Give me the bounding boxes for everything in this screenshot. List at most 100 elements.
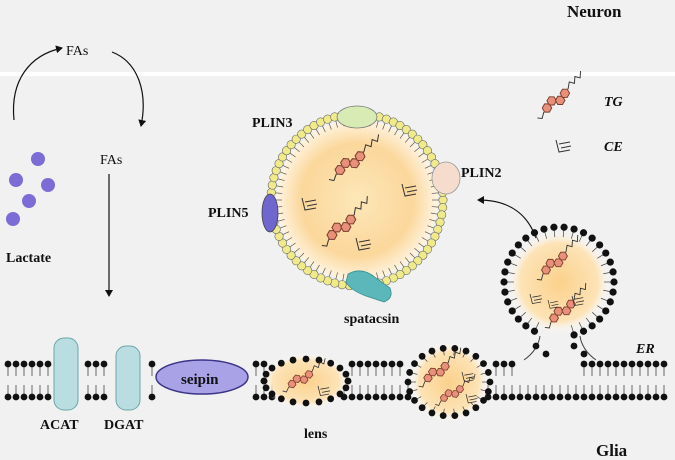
er-lipid-head bbox=[580, 393, 588, 401]
er-lipid-head bbox=[404, 393, 412, 401]
lens-lipid-head bbox=[315, 356, 323, 364]
er-lipid-head bbox=[44, 393, 52, 401]
tg-ring bbox=[331, 222, 343, 233]
acat-label: ACAT bbox=[40, 418, 79, 433]
tg-ring bbox=[559, 88, 571, 98]
bud-core bbox=[507, 230, 611, 334]
tg-tail bbox=[321, 239, 330, 247]
ce-stroke bbox=[533, 298, 543, 301]
er-lipid-head bbox=[252, 360, 260, 368]
er-lipid-head bbox=[380, 393, 388, 401]
glia-label: Glia bbox=[596, 441, 628, 460]
bud-lipid-head bbox=[418, 352, 426, 360]
tg-molecule bbox=[435, 373, 476, 406]
er-lipid-head bbox=[84, 360, 92, 368]
lens-label: lens bbox=[304, 427, 328, 442]
droplet-contents bbox=[301, 134, 418, 251]
lipid-head bbox=[418, 140, 428, 150]
seipin-label: seipin bbox=[181, 372, 219, 388]
bud-lipid-head bbox=[501, 268, 509, 276]
ce-stroke bbox=[532, 295, 542, 298]
ce-stroke bbox=[320, 387, 330, 390]
bud-lipid-head bbox=[580, 350, 588, 358]
bud-lipid-head bbox=[606, 298, 614, 306]
bud-lipid-head bbox=[570, 342, 578, 350]
bud-lipid-head bbox=[550, 223, 558, 231]
lactate-dot bbox=[31, 152, 45, 166]
er-lipid-head bbox=[380, 360, 388, 368]
er-lipid-head bbox=[660, 393, 668, 401]
er-lipid-head bbox=[556, 393, 564, 401]
ce-molecule bbox=[301, 197, 318, 211]
lipid-head bbox=[395, 121, 405, 131]
er-lipid-head bbox=[4, 360, 12, 368]
bud-lipid-head bbox=[609, 268, 617, 276]
er-lipid-head bbox=[652, 360, 660, 368]
er-lipid-head bbox=[636, 360, 644, 368]
lipid-head bbox=[267, 180, 277, 190]
ce-stroke bbox=[360, 243, 372, 247]
ce-molecule bbox=[571, 295, 585, 307]
lipid-head bbox=[401, 265, 411, 275]
bud-lipid-head bbox=[522, 322, 530, 330]
bud-lipid-head bbox=[451, 412, 459, 420]
er-lipid-head bbox=[500, 360, 508, 368]
tg-ring bbox=[354, 151, 366, 162]
lipid-head bbox=[291, 256, 301, 266]
lactate-label: Lactate bbox=[6, 251, 51, 266]
ce-stroke bbox=[574, 297, 584, 300]
tg-molecule bbox=[537, 71, 582, 120]
tg-ring bbox=[340, 157, 352, 169]
bud-core bbox=[409, 342, 489, 422]
lens-lipid-head bbox=[277, 395, 285, 403]
er-lipid-head bbox=[12, 393, 20, 401]
lipid-head bbox=[303, 265, 313, 275]
er-lipid-head bbox=[516, 393, 524, 401]
bud-lipid-head bbox=[602, 307, 610, 315]
tg-ring bbox=[345, 214, 357, 225]
er-lipid-head bbox=[356, 360, 364, 368]
ce-stroke bbox=[404, 185, 417, 189]
er-lipid-head bbox=[348, 393, 356, 401]
tg-ring bbox=[455, 385, 465, 393]
er-lipid-head bbox=[604, 360, 612, 368]
tg-tail bbox=[573, 283, 587, 301]
bud-lipid-head bbox=[530, 327, 539, 335]
tg-molecule bbox=[536, 235, 579, 281]
er-lipid-head bbox=[364, 393, 372, 401]
lipid-head bbox=[407, 261, 417, 271]
bud-lipid-head bbox=[514, 315, 522, 323]
ce-stroke bbox=[461, 371, 474, 383]
fa-cycle-arrow-left bbox=[12, 45, 63, 121]
ce-stroke bbox=[550, 301, 558, 304]
er-lipid-head bbox=[636, 393, 644, 401]
bud-lipid-head bbox=[418, 404, 426, 412]
tg-tail bbox=[544, 321, 552, 329]
bud-lipid-head bbox=[522, 234, 530, 242]
er-lipid-head bbox=[372, 360, 380, 368]
tg-ring bbox=[444, 389, 453, 398]
bud-lipid-head bbox=[428, 409, 436, 417]
bud-lipid-head bbox=[411, 360, 418, 368]
lipid-droplet-large bbox=[266, 109, 448, 291]
er-lipid-head bbox=[148, 393, 156, 401]
er-lipid-head bbox=[660, 360, 668, 368]
legend-tg-label: TG bbox=[604, 95, 623, 110]
lens-lipid-head bbox=[260, 377, 268, 385]
lipid-head bbox=[422, 146, 432, 156]
er-lipid-head bbox=[492, 393, 500, 401]
bud-lipid-head bbox=[560, 223, 568, 231]
lipid-head bbox=[282, 244, 292, 254]
legend-ce-symbol bbox=[555, 139, 572, 153]
er-lipid-head bbox=[252, 393, 260, 401]
er-lipid-head bbox=[356, 393, 364, 401]
lens-lipid-head bbox=[289, 398, 297, 406]
lactate-dot bbox=[6, 212, 20, 226]
er-lipid-head bbox=[388, 360, 396, 368]
tg-molecule bbox=[321, 196, 368, 247]
er-lipid-head bbox=[644, 393, 652, 401]
fas-top-label: FAs bbox=[66, 44, 88, 59]
plin3-label: PLIN3 bbox=[252, 116, 292, 131]
